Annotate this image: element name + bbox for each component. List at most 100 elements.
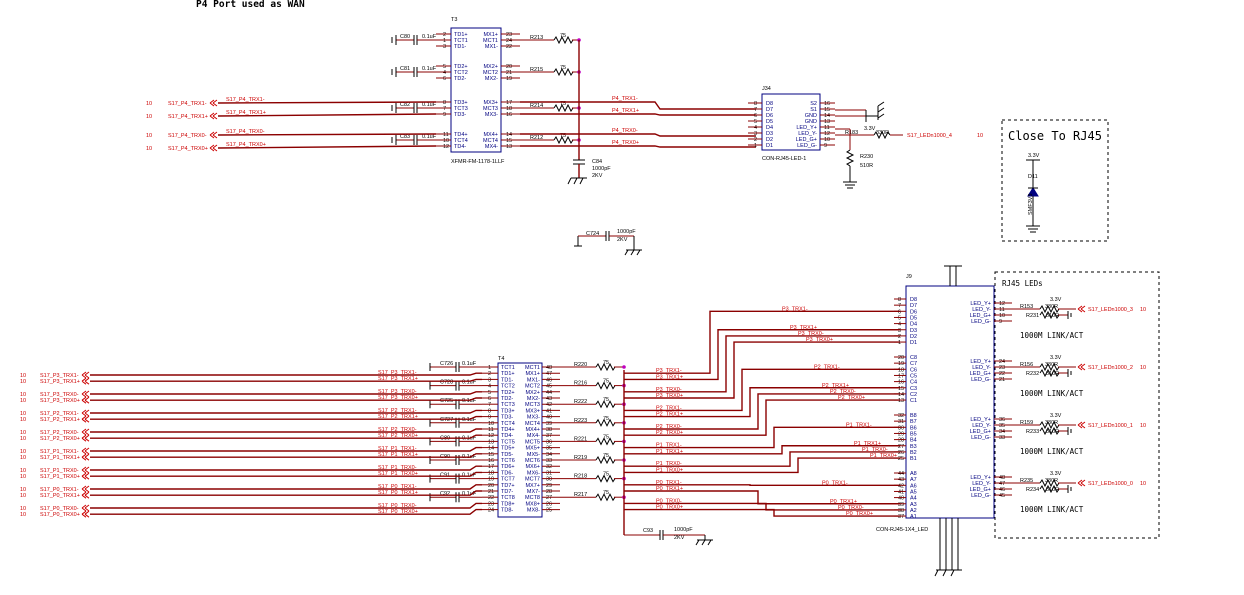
led-pin-num: 21 [999,377,1005,383]
t4-left-pin: TD7+ [501,483,515,489]
bottom-net-page: 10 [20,512,26,518]
t3-right-num: 13 [506,144,512,150]
p4-net-arrow [209,99,218,107]
bottom-net-wire [90,428,482,433]
led-v33: 3.3V [1050,355,1062,361]
close-box-title: Close To RJ45 [1008,129,1102,143]
t3-left-pin: TD3+ [454,100,468,106]
t4-right-num: 26 [546,501,552,507]
bottom-net-wire [90,415,482,420]
t4-left-pin: TD7- [501,489,513,495]
bottom-net-page: 10 [20,430,26,436]
t4-left-pin: TCT7 [501,477,515,483]
j9-pin: A3 [910,502,917,508]
t4-right-num: 32 [546,464,552,470]
led-pin-num: 22 [999,371,1005,377]
t4-right-num: 47 [546,371,552,377]
c93-val: 1000pF [674,527,693,533]
t4-left-pin: TD4+ [501,427,515,433]
t4-right-pin: MX6- [527,470,540,476]
led-pin: LED_Y- [972,423,991,429]
t4-left-pin: TD1- [501,377,513,383]
t4-left-pin: TCT8 [501,495,515,501]
j9-pin: D6 [910,309,917,315]
j34-right-num: 12 [824,131,830,137]
j9-pin-num: 40 [898,496,904,502]
t4-res-val: 75 [603,416,609,422]
d11-part: SMF3V3 [1028,194,1034,215]
t4-res-ref: R220 [574,362,587,368]
t3-left-num: 11 [443,132,449,138]
t3-res [553,135,574,145]
led-net-name: S17_LEDn1000_1 [1088,423,1133,429]
j34-left-num: 3 [754,131,757,137]
bottom-net-arrow [81,466,90,474]
led-net-name: S17_LEDn1000_3 [1088,307,1133,313]
bottom-net-wire [90,409,482,414]
mid-net-wire [624,399,900,436]
c84-val: 1000pF [592,166,611,172]
mid-net-wire [624,310,900,374]
mid-net-label-j9: P3_TRX0+ [806,337,833,343]
mid-net-label: P2_TRX1+ [656,412,683,418]
mid-net-wire [624,393,900,430]
j9-pin: D5 [910,315,917,321]
j9-pin-num: 8 [898,297,901,303]
led-pin: LED_Y+ [970,417,991,423]
j34-right-pin: LED_Y+ [796,125,817,131]
p4-right-wire [520,101,756,110]
j9-pin-num: 20 [898,355,904,361]
led-caption: 1000M LINK/ACT [1020,331,1084,340]
bottom-net-wire [90,434,482,439]
j9-pin: B4 [910,438,917,444]
bottom-net-local: S17_P1_TRX0- [378,465,417,471]
j34-left-pin: D4 [766,125,773,131]
t4-left-pin: TCT2 [501,384,515,390]
led-net-name: S17_LEDn1000_2 [1088,365,1133,371]
j9-pin-num: 25 [898,456,904,462]
t4-right-pin: MX3+ [525,408,540,414]
t4-left-pin: TCT1 [501,365,515,371]
led-pin: LED_G- [971,377,991,383]
bottom-net-arrow [81,409,90,417]
t4-right-pin: MCT8 [525,495,540,501]
led-res-330 [1039,362,1060,372]
j34-left-pin: D6 [766,113,773,119]
t4-right-pin: MX8+ [525,501,540,507]
p4-right-net: P4_TRX1+ [612,108,639,114]
t3-right-num: 24 [506,38,512,44]
t3-cap-ref: C81 [400,66,410,72]
t4-left-num: 12 [488,433,494,439]
t4-left-pin: TD8- [501,508,513,514]
mid-net-label-j9: P1_TRX1- [846,422,872,428]
led-net-arrow [1077,421,1086,429]
j9-pin-num: 1 [898,340,901,346]
c724-val: 1000pF [617,229,636,235]
t4-right-num: 45 [546,384,552,390]
bottom-net-arrow [81,472,90,480]
j9-pin-num: 29 [898,431,904,437]
led-r2-val: 510R [1046,429,1059,435]
t3-right-num: 21 [506,70,512,76]
t4-left-num: 21 [488,489,494,495]
t4-right-num: 48 [546,365,552,371]
p4-net-page: 10 [146,133,152,139]
j9-pin: C1 [910,398,917,404]
t4-res [595,437,616,446]
p4-right-net: P4_TRX0+ [612,140,639,146]
t4-right-num: 37 [546,433,552,439]
j34-right-pin: LED_G- [797,143,817,149]
j9-pin-num: 5 [898,315,901,321]
bottom-net-page: 10 [20,506,26,512]
t4-res-junction [622,365,626,369]
j9-pin: C3 [910,386,917,392]
bottom-net-name: S17_P3_TRX0+ [40,398,80,404]
led-r1-val: 330R [1045,478,1058,484]
led-pin: LED_G+ [970,487,991,493]
mid-net-wire [624,451,900,467]
t4-left-num: 3 [488,377,491,383]
mid-net-label: P0_TRX1+ [656,486,683,492]
